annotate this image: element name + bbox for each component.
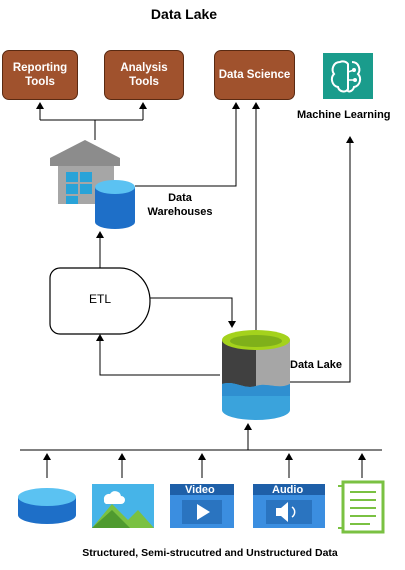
- etl-label: ETL: [88, 292, 111, 306]
- warehouse-to-tools-connectors: [36, 102, 147, 140]
- warehouse-database-icon: [95, 180, 135, 229]
- lake-to-etl-arrow: [96, 334, 220, 376]
- video-label: Video: [185, 484, 215, 496]
- lake-to-ml-arrow: [290, 136, 354, 383]
- footer-caption: Structured, Semi-strucutred and Unstruct…: [82, 547, 338, 559]
- data-science-box: Data Science: [214, 50, 295, 100]
- document-icon: [338, 480, 385, 534]
- warehouse-to-datascience-arrow: [135, 102, 240, 187]
- database-icon: [18, 488, 76, 524]
- machine-learning-brain-icon: [323, 53, 373, 99]
- audio-icon: [253, 484, 325, 528]
- etl-to-lake-arrow: [150, 297, 236, 328]
- data-warehouses-label: Data Warehouses: [147, 192, 213, 218]
- data-lake-label: Data Lake: [290, 359, 342, 371]
- machine-learning-label: Machine Learning: [297, 109, 391, 121]
- video-icon: [170, 484, 234, 528]
- cloud-image-icon: [92, 484, 154, 528]
- etl-shape: [49, 267, 151, 335]
- audio-label: Audio: [272, 484, 304, 496]
- reporting-tools-box: Reporting Tools: [2, 50, 78, 100]
- data-lake-icon: [222, 330, 290, 420]
- diagram-title: Data Lake: [150, 6, 218, 22]
- source-bus: [20, 423, 382, 478]
- analysis-tools-box: Analysis Tools: [104, 50, 184, 100]
